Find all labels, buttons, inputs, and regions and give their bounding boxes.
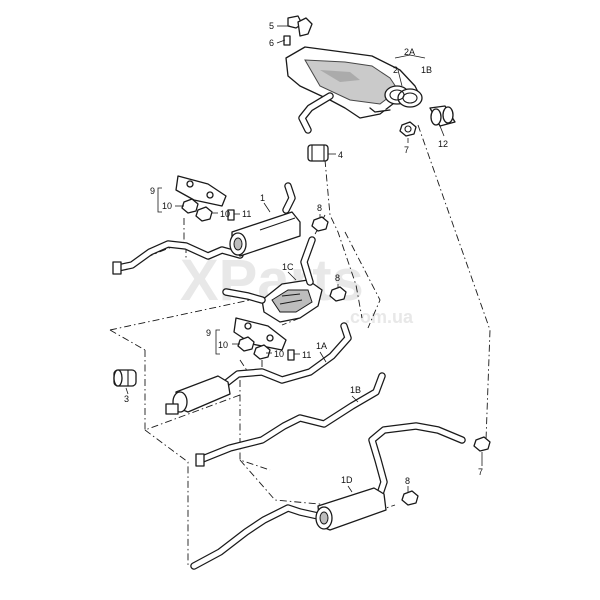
callout-11-lower: 11 — [302, 350, 311, 360]
front-pipe-section-1 — [112, 182, 296, 275]
callout-10-upper-b: 10 — [220, 209, 230, 219]
callout-8-upper: 8 — [317, 203, 322, 213]
nut-8-middle — [329, 286, 347, 302]
pipe-section-1b — [195, 372, 386, 467]
nut-8-upper — [311, 216, 329, 232]
callout-1b: 1B — [350, 385, 361, 395]
callout-1b-top: 1B — [421, 65, 432, 75]
callout-7-top: 7 — [404, 145, 409, 155]
callout-3: 3 — [124, 394, 129, 404]
callout-11-upper: 11 — [242, 209, 251, 219]
nut-7-lower — [473, 436, 491, 452]
middle-silencer-1 — [229, 211, 301, 257]
heat-shield-1c — [222, 236, 323, 323]
callout-5: 5 — [269, 21, 274, 31]
assembly-lines — [109, 124, 491, 565]
mount-bracket-upper — [175, 175, 227, 207]
mount-bracket-lower — [233, 317, 287, 351]
callout-12: 12 — [438, 139, 448, 149]
nut-10-lower-a — [237, 336, 255, 352]
callout-7-lower: 7 — [478, 467, 483, 477]
callout-8-middle: 8 — [335, 273, 340, 283]
callout-10-lower-b: 10 — [274, 349, 284, 359]
bolt-11-lower — [287, 349, 295, 361]
callout-10-upper-a: 10 — [162, 201, 172, 211]
nut-10-lower-b — [253, 344, 271, 360]
callout-6: 6 — [269, 38, 274, 48]
callout-8-lower: 8 — [405, 476, 410, 486]
nut-10-upper-a — [181, 198, 199, 214]
callout-4: 4 — [338, 150, 343, 160]
callout-1: 1 — [260, 193, 265, 203]
pipe-section-1d — [190, 422, 466, 570]
clamp-3 — [113, 369, 137, 387]
nut-8-lower — [401, 490, 419, 506]
callout-9-lower: 9 — [206, 328, 211, 338]
rear-intake-pipe — [298, 92, 334, 134]
nut-10-upper-b — [195, 206, 213, 222]
watermark-domain: .com.ua — [345, 307, 414, 327]
callout-1c: 1C — [282, 262, 294, 272]
middle-silencer-1d — [315, 487, 387, 531]
callouts: 5 6 2A 2 1B 7 12 4 9 10 10 11 1 8 1C 8 9… — [124, 21, 483, 486]
callout-1a: 1A — [316, 341, 327, 351]
nut-7-top — [399, 121, 417, 137]
leader-lines — [125, 25, 483, 493]
callout-9-upper: 9 — [150, 186, 155, 196]
clamp-4 — [307, 144, 329, 162]
middle-silencer-1a — [165, 375, 231, 415]
rear-hanger-bracket — [283, 15, 313, 46]
rear-silencer — [285, 46, 423, 119]
tailpipe-trims — [429, 105, 456, 127]
callout-1d: 1D — [341, 475, 353, 485]
bolt-11-upper — [227, 209, 235, 221]
callout-2: 2 — [393, 65, 398, 75]
callout-2a: 2A — [404, 47, 415, 57]
callout-10-lower-a: 10 — [218, 340, 228, 350]
